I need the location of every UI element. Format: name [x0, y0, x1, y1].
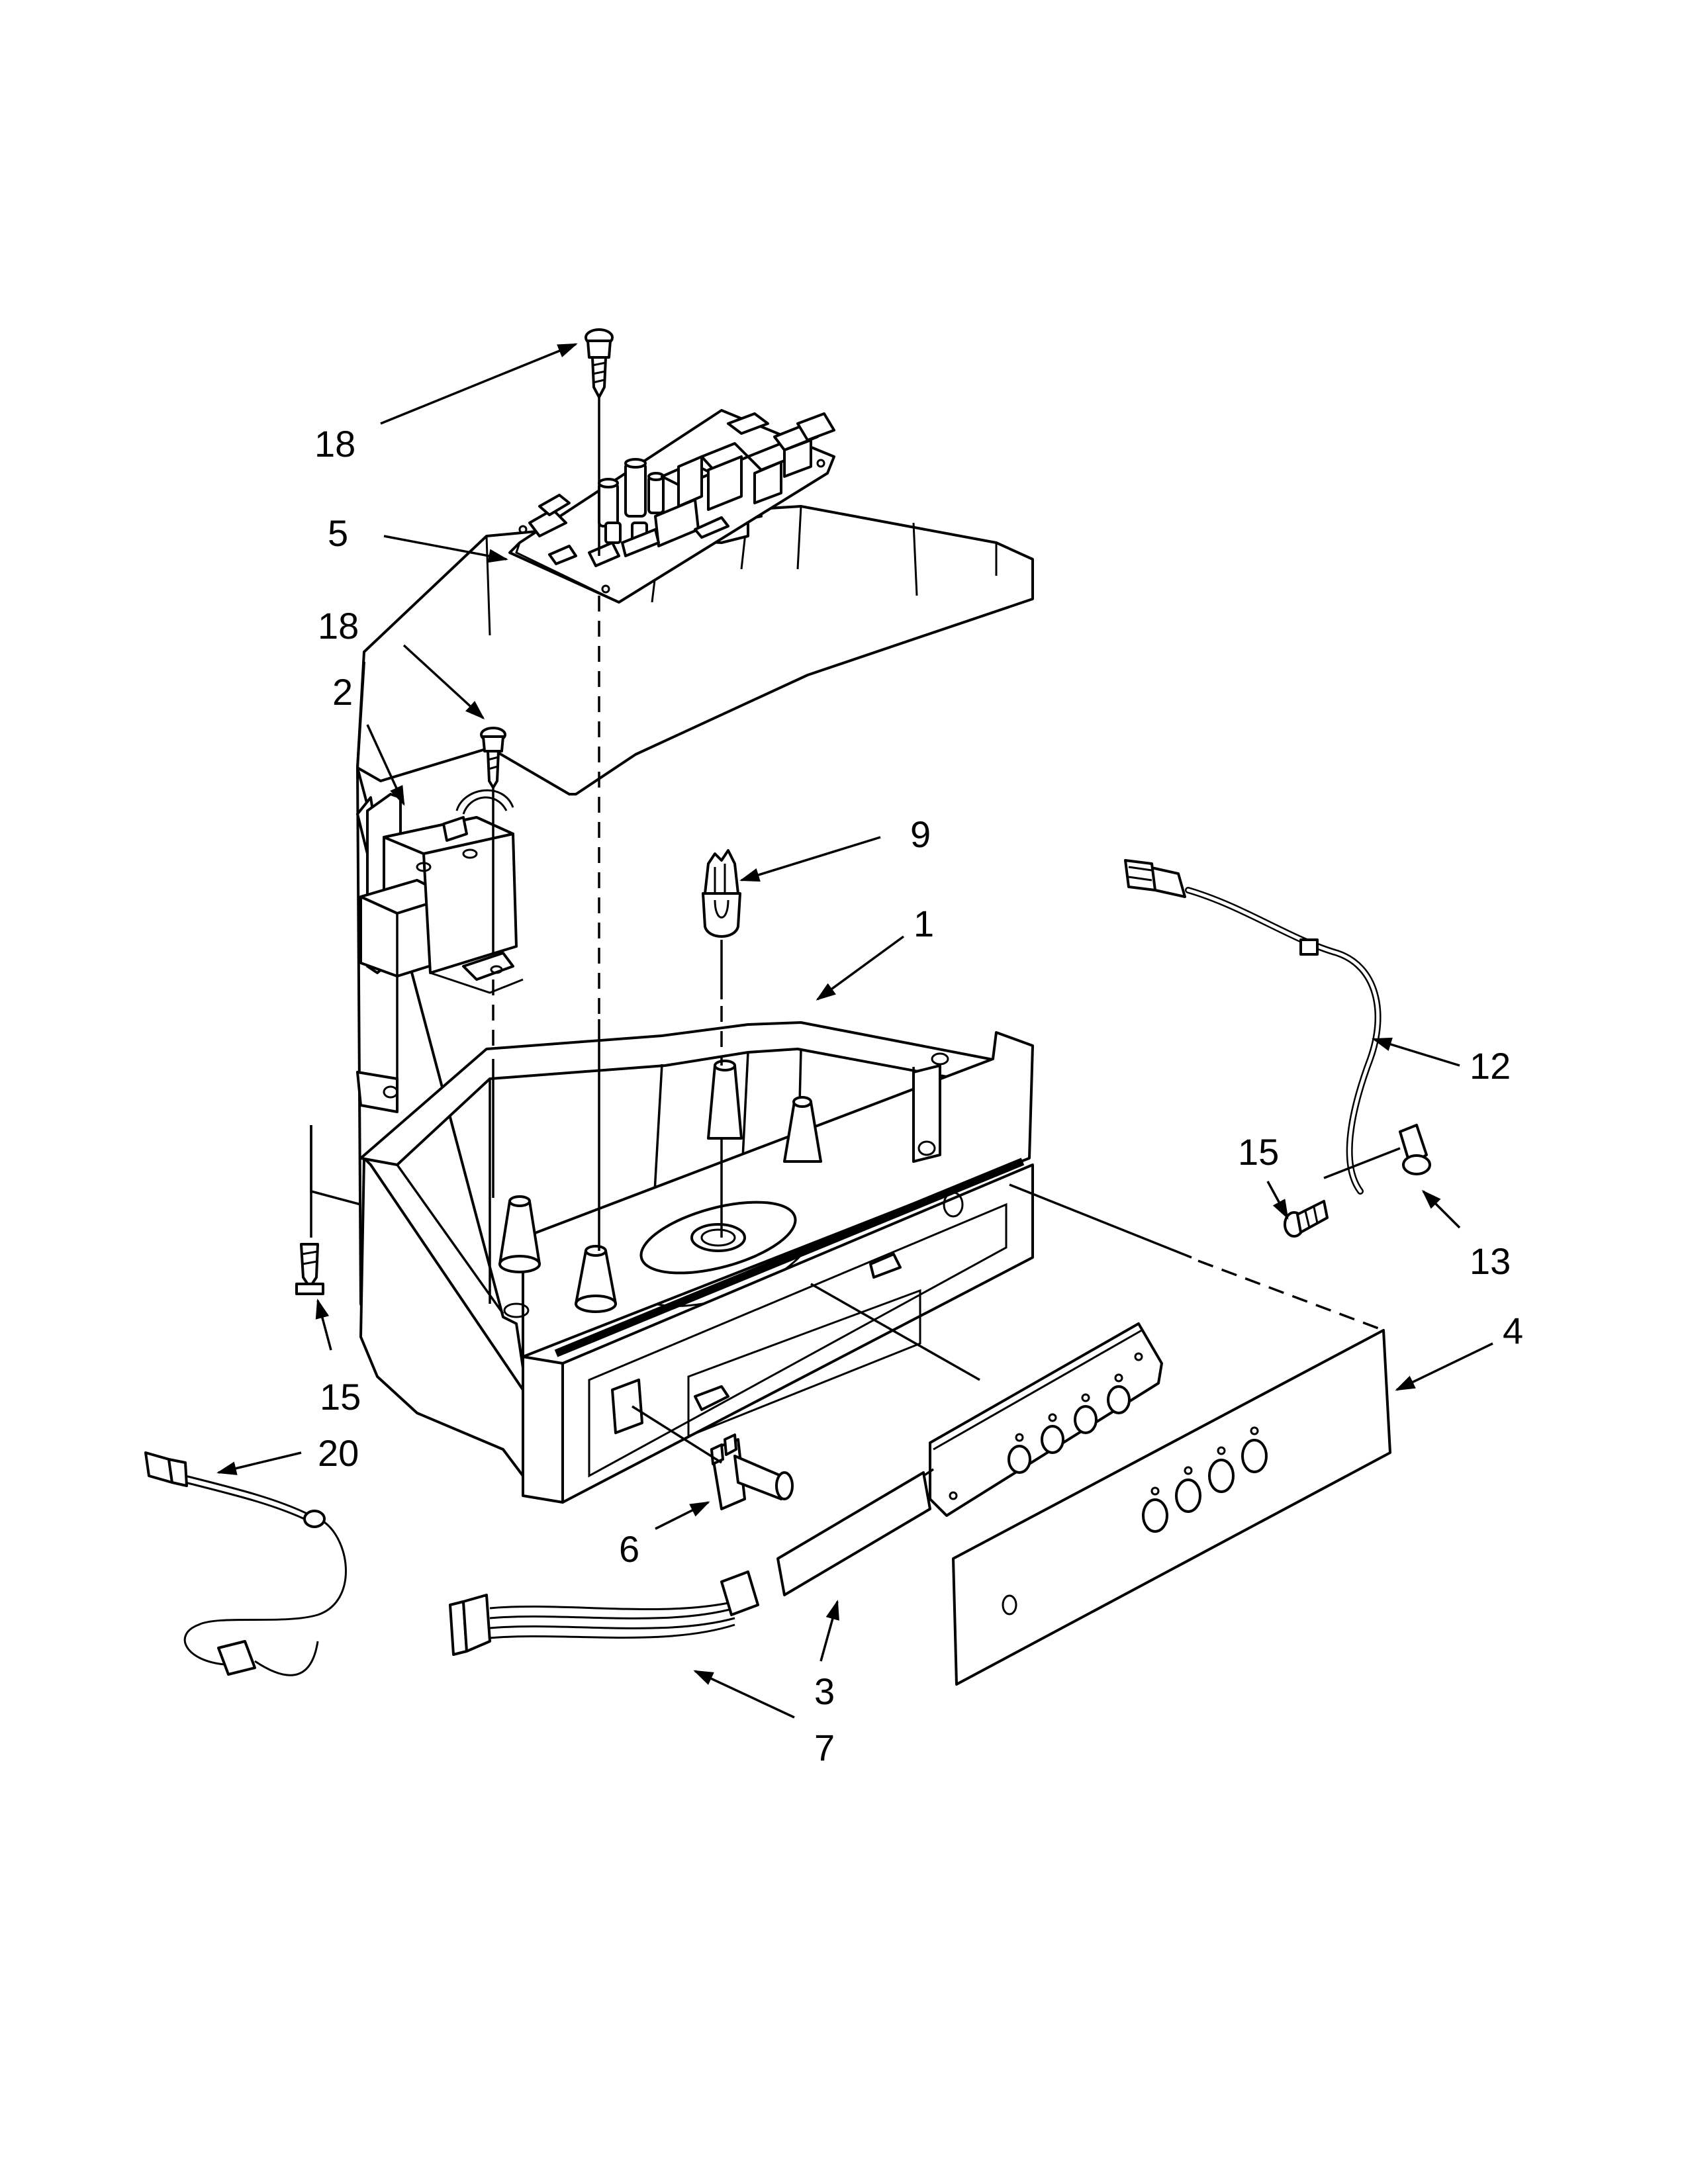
wire-harness-7: [449, 1570, 759, 1656]
electronic-control-board: [508, 409, 835, 604]
leader-20: [216, 1451, 302, 1475]
screw-15-left: [295, 1243, 324, 1295]
wire-clip-13: [1323, 1124, 1431, 1179]
assembly-lines: [310, 397, 1384, 1477]
leader-3: [820, 1600, 839, 1662]
callout-7: 7: [814, 1727, 835, 1768]
leader-6: [655, 1501, 710, 1530]
user-interface-board: [929, 1322, 1163, 1517]
leader-2: [366, 724, 405, 806]
callout-leaders: [216, 343, 1493, 1719]
callout-1: 1: [914, 903, 934, 944]
transformer: [356, 789, 524, 994]
leader-15a: [1266, 1181, 1289, 1220]
callout-6: 6: [619, 1528, 639, 1570]
control-housing: [310, 498, 1034, 1504]
leader-18b: [402, 644, 485, 720]
leader-5: [383, 535, 508, 563]
screw-18-transformer: [480, 727, 506, 789]
bulb: [702, 849, 741, 938]
leader-12: [1372, 1037, 1460, 1067]
housing-standoffs: [498, 1060, 822, 1313]
leader-7: [693, 1670, 795, 1719]
callout-5: 5: [328, 512, 348, 554]
callout-18-transformer: 18: [318, 605, 359, 647]
callout-2: 2: [332, 671, 353, 713]
leader-4: [1395, 1342, 1493, 1391]
wire-harness-12: [1124, 859, 1382, 1195]
callout-15-left: 15: [320, 1376, 361, 1418]
control-panel-overlay: [952, 1329, 1391, 1686]
leader-1: [816, 935, 905, 1001]
callout-numbers: 18 5 18 2 9 1 12 15 13 4 15 20 6 3 7: [314, 423, 1523, 1768]
light-strip-3: [776, 1471, 931, 1596]
callout-3: 3: [814, 1670, 835, 1712]
callout-4: 4: [1503, 1310, 1523, 1351]
callout-20: 20: [318, 1432, 359, 1474]
sensor-harness-20: [144, 1451, 347, 1676]
leader-15b: [315, 1298, 332, 1351]
leader-18a: [380, 343, 578, 425]
callout-15-right: 15: [1238, 1131, 1279, 1173]
leader-9: [739, 836, 881, 882]
callout-18-board: 18: [314, 423, 355, 465]
callout-12: 12: [1470, 1045, 1511, 1087]
callout-13: 13: [1470, 1240, 1511, 1282]
screw-15-right: [1284, 1200, 1329, 1238]
switch: [710, 1433, 794, 1510]
screw-18-board: [585, 328, 614, 398]
callout-9: 9: [910, 813, 931, 855]
leader-13: [1421, 1189, 1461, 1229]
